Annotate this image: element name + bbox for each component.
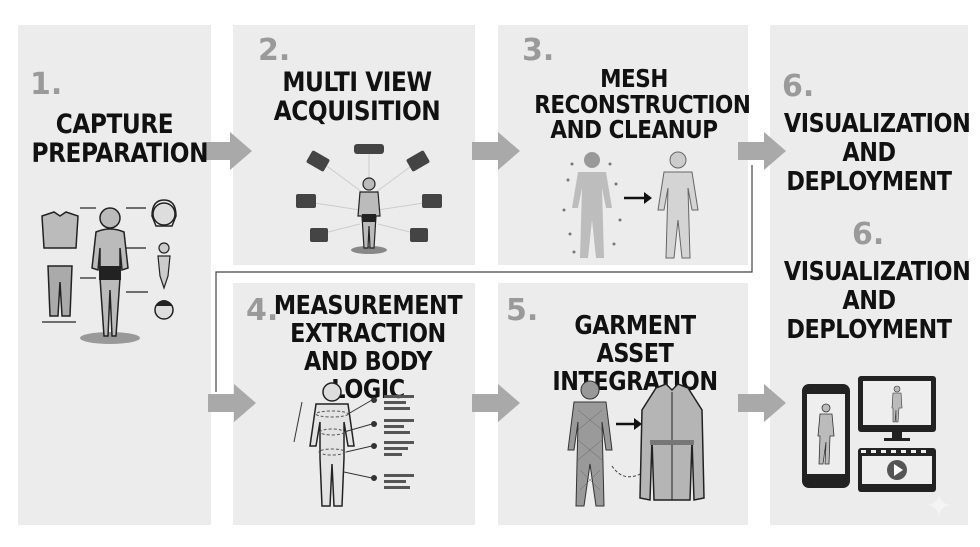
step-title-4: MEASUREMENT EXTRACTION AND BODY LOGIC [273,291,463,406]
step-number-4: 4. [246,293,279,328]
devices-illustration [802,376,936,492]
step-title-3: MESH RECONSTRUCTION AND CLEANUP [534,64,751,144]
step-title-1: CAPTURE PREPARATION [31,109,209,170]
sparkle-icon [927,493,951,517]
step-number-1: 1. [30,67,63,102]
mesh-reconstruction-illustration [562,151,699,259]
panel-garment-asset-integration [498,283,748,525]
arrow-3-to-6 [738,132,786,170]
step-number-2: 2. [258,33,291,68]
step-number-6b: 6. [852,217,885,252]
arrow-1-to-2 [204,132,252,170]
multi-view-acquisition-illustration [296,144,442,254]
step-number-3: 3. [522,33,555,68]
arrow-2-to-3 [472,132,520,170]
arrow-5-to-6 [738,384,786,422]
arrow-4-to-5 [472,384,520,422]
step-number-5: 5. [506,293,539,328]
measurement-extraction-illustration [293,382,414,507]
step-title-6a: VISUALIZATION AND DEPLOYMENT [783,109,971,198]
step-title-2: MULTI VIEW ACQUISITION [273,67,441,128]
arrow-to-4 [208,384,256,422]
panel-measurement-extraction [233,283,475,525]
step-number-6a: 6. [782,69,815,104]
step-title-6b: VISUALIZATION AND DEPLOYMENT [783,257,971,346]
garment-integration-illustration [567,380,705,507]
capture-preparation-illustration [41,199,177,344]
panel-mesh-reconstruction [498,25,748,265]
